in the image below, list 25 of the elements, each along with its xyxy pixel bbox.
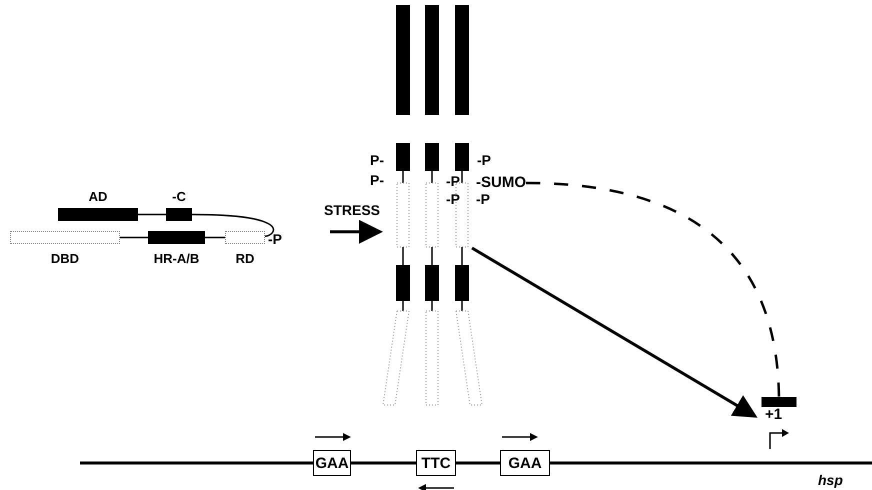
sequence-box: TTC — [416, 450, 456, 476]
phospho-label: P- — [370, 153, 384, 167]
phospho-label: -P — [268, 232, 282, 246]
inhibition-line — [526, 182, 797, 408]
phospho-label: -P — [446, 174, 460, 188]
phospho-label: -P — [476, 192, 490, 206]
modification-label: -SUMO — [476, 174, 526, 191]
domain-label: RD — [234, 252, 256, 266]
phospho-label: -P — [477, 153, 491, 167]
arrow — [330, 220, 383, 244]
domain-label: DBD — [50, 252, 80, 266]
linker-line — [192, 214, 274, 237]
linker-line — [138, 214, 166, 216]
arrow — [471, 246, 758, 418]
linker-line — [120, 236, 148, 238]
sequence-box: GAA — [500, 450, 550, 476]
sequence-box: GAA — [313, 450, 351, 476]
gene-label: hsp — [818, 473, 843, 487]
position-label: +1 — [765, 408, 782, 422]
domain-label: AD — [88, 190, 108, 204]
domain-label: -C — [171, 190, 187, 204]
phospho-label: P- — [370, 173, 384, 187]
domain-label: HR-A/B — [152, 252, 200, 266]
linker-line — [205, 236, 225, 238]
phospho-label: -P — [446, 192, 460, 206]
